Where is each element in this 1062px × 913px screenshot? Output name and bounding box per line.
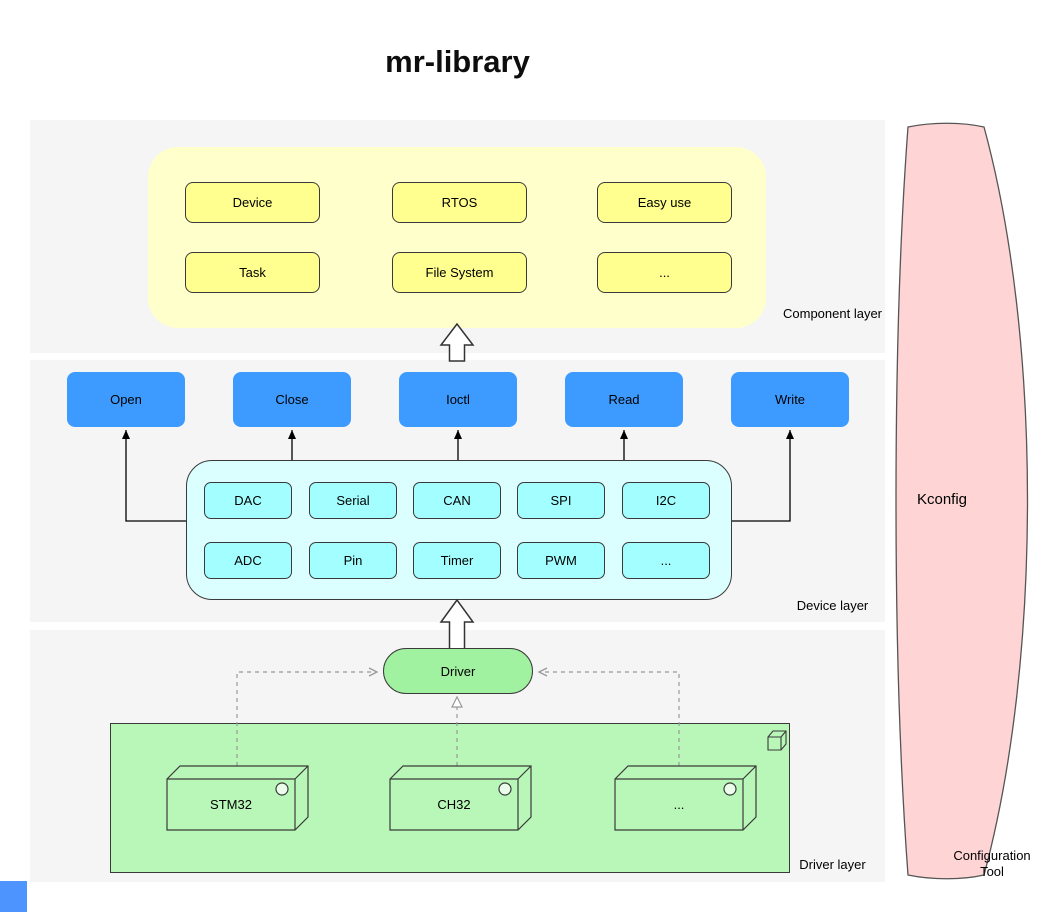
driver-layer-label: Driver layer <box>799 857 866 872</box>
device-box-adc: ADC <box>204 542 292 579</box>
api-box-write: Write <box>731 372 849 427</box>
component-group-container <box>148 147 766 328</box>
device-box-serial: Serial <box>309 482 397 519</box>
component-layer-label: Component layer <box>783 306 882 321</box>
api-box-open: Open <box>67 372 185 427</box>
chip-label-more: ... <box>673 797 685 812</box>
component-box-rtos: RTOS <box>392 182 527 223</box>
api-box-read: Read <box>565 372 683 427</box>
device-box-pin: Pin <box>309 542 397 579</box>
diagram-title: mr-library <box>385 44 530 79</box>
configuration-tool-label: Configuration Tool <box>953 848 1031 880</box>
api-box-ioctl: Ioctl <box>399 372 517 427</box>
device-box-pwm: PWM <box>517 542 605 579</box>
api-box-close: Close <box>233 372 351 427</box>
component-box-device: Device <box>185 182 320 223</box>
component-box-file-system: File System <box>392 252 527 293</box>
component-box-easy-use: Easy use <box>597 182 732 223</box>
device-group-container <box>186 460 732 600</box>
component-box-more: ... <box>597 252 732 293</box>
device-layer-label: Device layer <box>796 598 869 613</box>
device-box-timer: Timer <box>413 542 501 579</box>
device-box-dac: DAC <box>204 482 292 519</box>
driver-node: Driver <box>383 648 533 694</box>
component-box-task: Task <box>185 252 320 293</box>
corner-blue-decor <box>0 881 27 912</box>
chip-label-ch32: CH32 <box>437 797 471 812</box>
chip-label-stm32: STM32 <box>210 797 252 812</box>
device-box-can: CAN <box>413 482 501 519</box>
kconfig-label: Kconfig <box>916 491 968 508</box>
device-box-i2c: I2C <box>622 482 710 519</box>
device-box-spi: SPI <box>517 482 605 519</box>
device-box-more: ... <box>622 542 710 579</box>
